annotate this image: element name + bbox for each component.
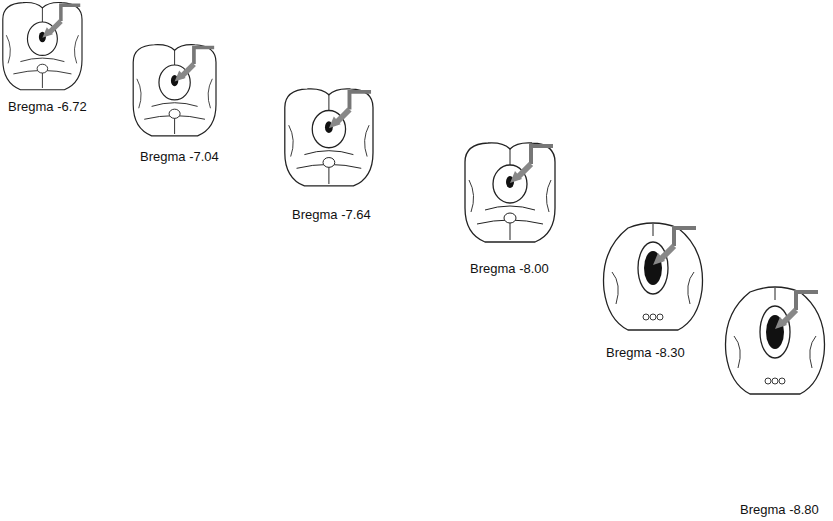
bregma-level-label: Bregma -8.80 [740, 503, 819, 517]
bregma-level-label: Bregma -6.72 [8, 100, 87, 114]
bregma-level-label: Bregma -7.04 [140, 150, 219, 164]
bregma-level-label: Bregma -8.30 [606, 346, 685, 360]
bregma-level-label: Bregma -7.64 [292, 208, 371, 222]
bregma-level-label: Bregma -8.00 [470, 262, 549, 276]
